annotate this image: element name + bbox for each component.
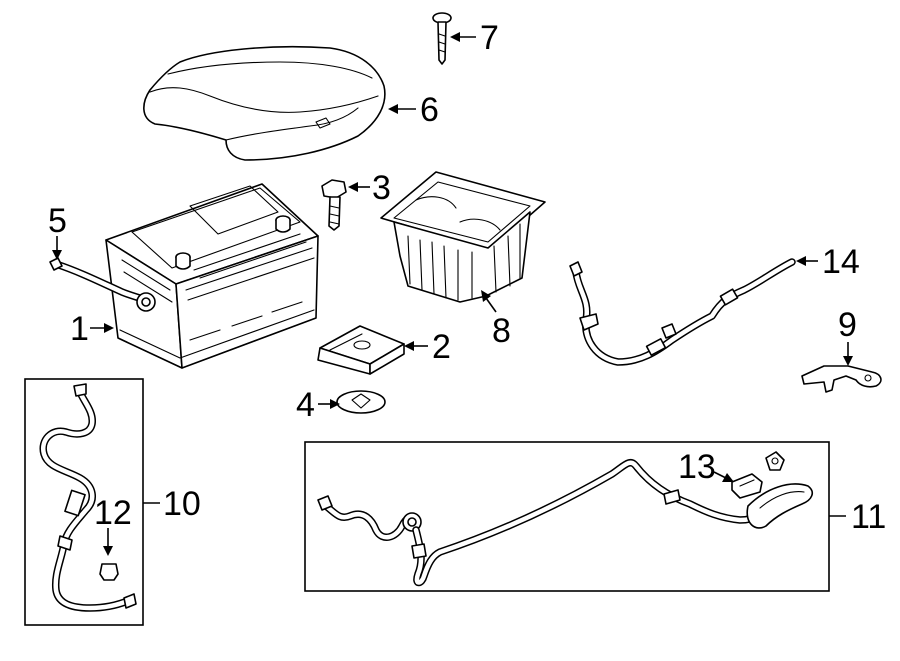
callout-1: 1 xyxy=(70,310,89,348)
callout-2: 2 xyxy=(432,328,451,366)
part-11-cable-group xyxy=(304,441,830,592)
callout-3: 3 xyxy=(372,169,391,207)
callout-11: 11 xyxy=(851,498,886,536)
callout-6: 6 xyxy=(420,91,439,129)
part-12-terminal-cap xyxy=(99,563,119,581)
part-1-battery xyxy=(105,183,319,369)
part-4-clip xyxy=(336,390,386,414)
part-3-bolt xyxy=(321,179,347,231)
part-10-frame xyxy=(24,378,144,626)
part-7-retainer-pin xyxy=(432,12,452,65)
callout-labels: 1 2 3 4 5 6 7 8 9 10 11 12 13 14 xyxy=(48,19,886,536)
callout-10: 10 xyxy=(163,485,201,523)
callout-8: 8 xyxy=(492,312,511,350)
part-2-hold-down-bracket xyxy=(317,325,405,375)
part-10-cable-group xyxy=(24,378,144,626)
callout-12: 12 xyxy=(94,494,132,532)
part-14-wiring-harness xyxy=(569,258,796,366)
part-13-connector xyxy=(731,451,785,499)
part-6-battery-cover xyxy=(143,45,386,161)
part-5-negative-cable xyxy=(49,257,156,312)
callout-9: 9 xyxy=(838,306,857,344)
callout-7: 7 xyxy=(480,19,499,57)
callout-14: 14 xyxy=(822,243,860,281)
callout-5: 5 xyxy=(48,202,67,240)
part-8-battery-tray xyxy=(380,171,546,303)
leader-lines xyxy=(52,32,853,556)
callout-13: 13 xyxy=(678,448,716,486)
part-9-bracket xyxy=(801,365,882,393)
callout-4: 4 xyxy=(296,386,315,424)
